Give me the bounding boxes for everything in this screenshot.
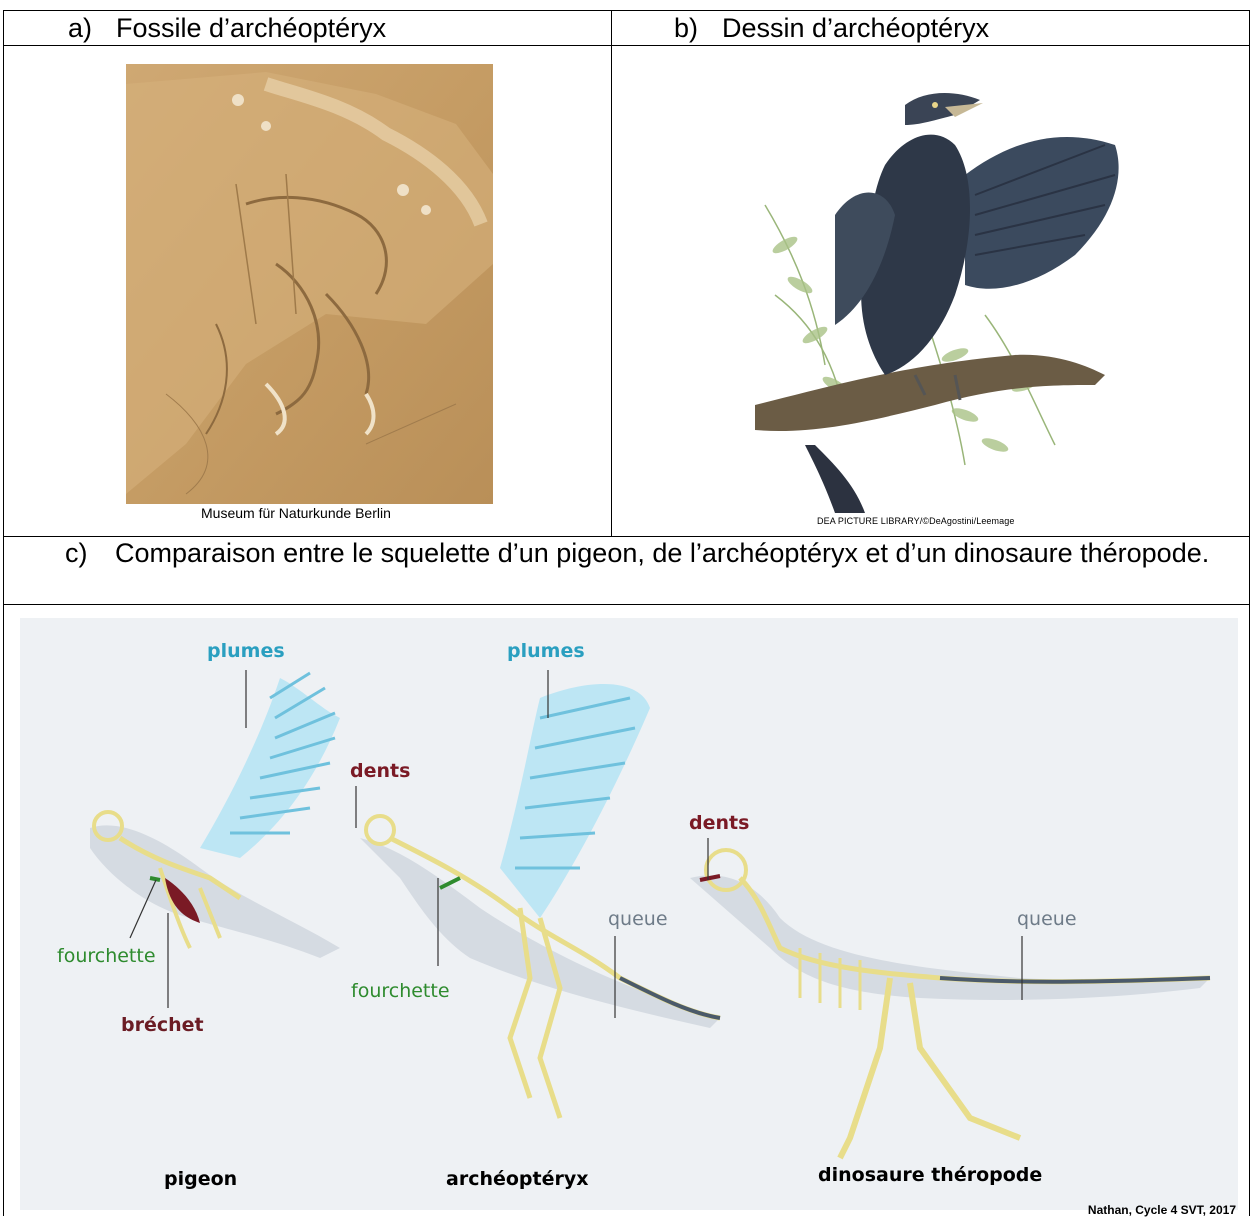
panel-b-credit: DEA PICTURE LIBRARY/©DeAgostini/Leemage xyxy=(817,516,1014,526)
name-archaeopteryx: archéoptéryx xyxy=(446,1168,589,1190)
panel-b-caption: b)Dessin d’archéoptéryx xyxy=(674,12,989,45)
panel-a-title: Fossile d’archéoptéryx xyxy=(116,13,386,43)
panel-a-letter: a) xyxy=(68,12,116,45)
panel-a-caption: a)Fossile d’archéoptéryx xyxy=(68,12,386,45)
figure-source: Nathan, Cycle 4 SVT, 2017 xyxy=(1088,1203,1236,1217)
archaeopteryx-drawing xyxy=(755,85,1135,513)
name-theropod: dinosaure théropode xyxy=(818,1164,1042,1186)
label-fourchette-pigeon: fourchette xyxy=(57,945,156,967)
panel-b-title: Dessin d’archéoptéryx xyxy=(722,13,989,43)
label-plumes-archaeopteryx: plumes xyxy=(507,640,585,662)
panel-b-letter: b) xyxy=(674,12,722,45)
row-divider xyxy=(4,604,1249,605)
name-pigeon: pigeon xyxy=(164,1168,237,1190)
label-queue-archaeopteryx: queue xyxy=(608,908,668,930)
label-dents-theropod: dents xyxy=(689,812,749,834)
theropod-skeleton xyxy=(690,850,1210,1158)
panel-c-letter: c) xyxy=(65,536,88,570)
fossil-photo xyxy=(126,64,493,504)
row-divider xyxy=(4,45,1249,46)
pigeon-skeleton xyxy=(90,673,340,958)
column-divider xyxy=(611,11,612,536)
skeleton-comparison-figure: plumes plumes dents dents queue queue fo… xyxy=(20,618,1238,1210)
label-fourchette-archaeopteryx: fourchette xyxy=(351,980,450,1002)
label-dents-archaeopteryx: dents xyxy=(350,760,410,782)
panel-c-title: Comparaison entre le squelette d’un pige… xyxy=(115,536,1215,570)
label-plumes-pigeon: plumes xyxy=(207,640,285,662)
label-brechet: bréchet xyxy=(121,1014,204,1036)
panel-c-caption: c) Comparaison entre le squelette d’un p… xyxy=(65,536,1215,570)
archaeopteryx-skeleton xyxy=(360,684,720,1118)
panel-a-credit: Museum für Naturkunde Berlin xyxy=(201,505,391,521)
label-queue-theropod: queue xyxy=(1017,908,1077,930)
